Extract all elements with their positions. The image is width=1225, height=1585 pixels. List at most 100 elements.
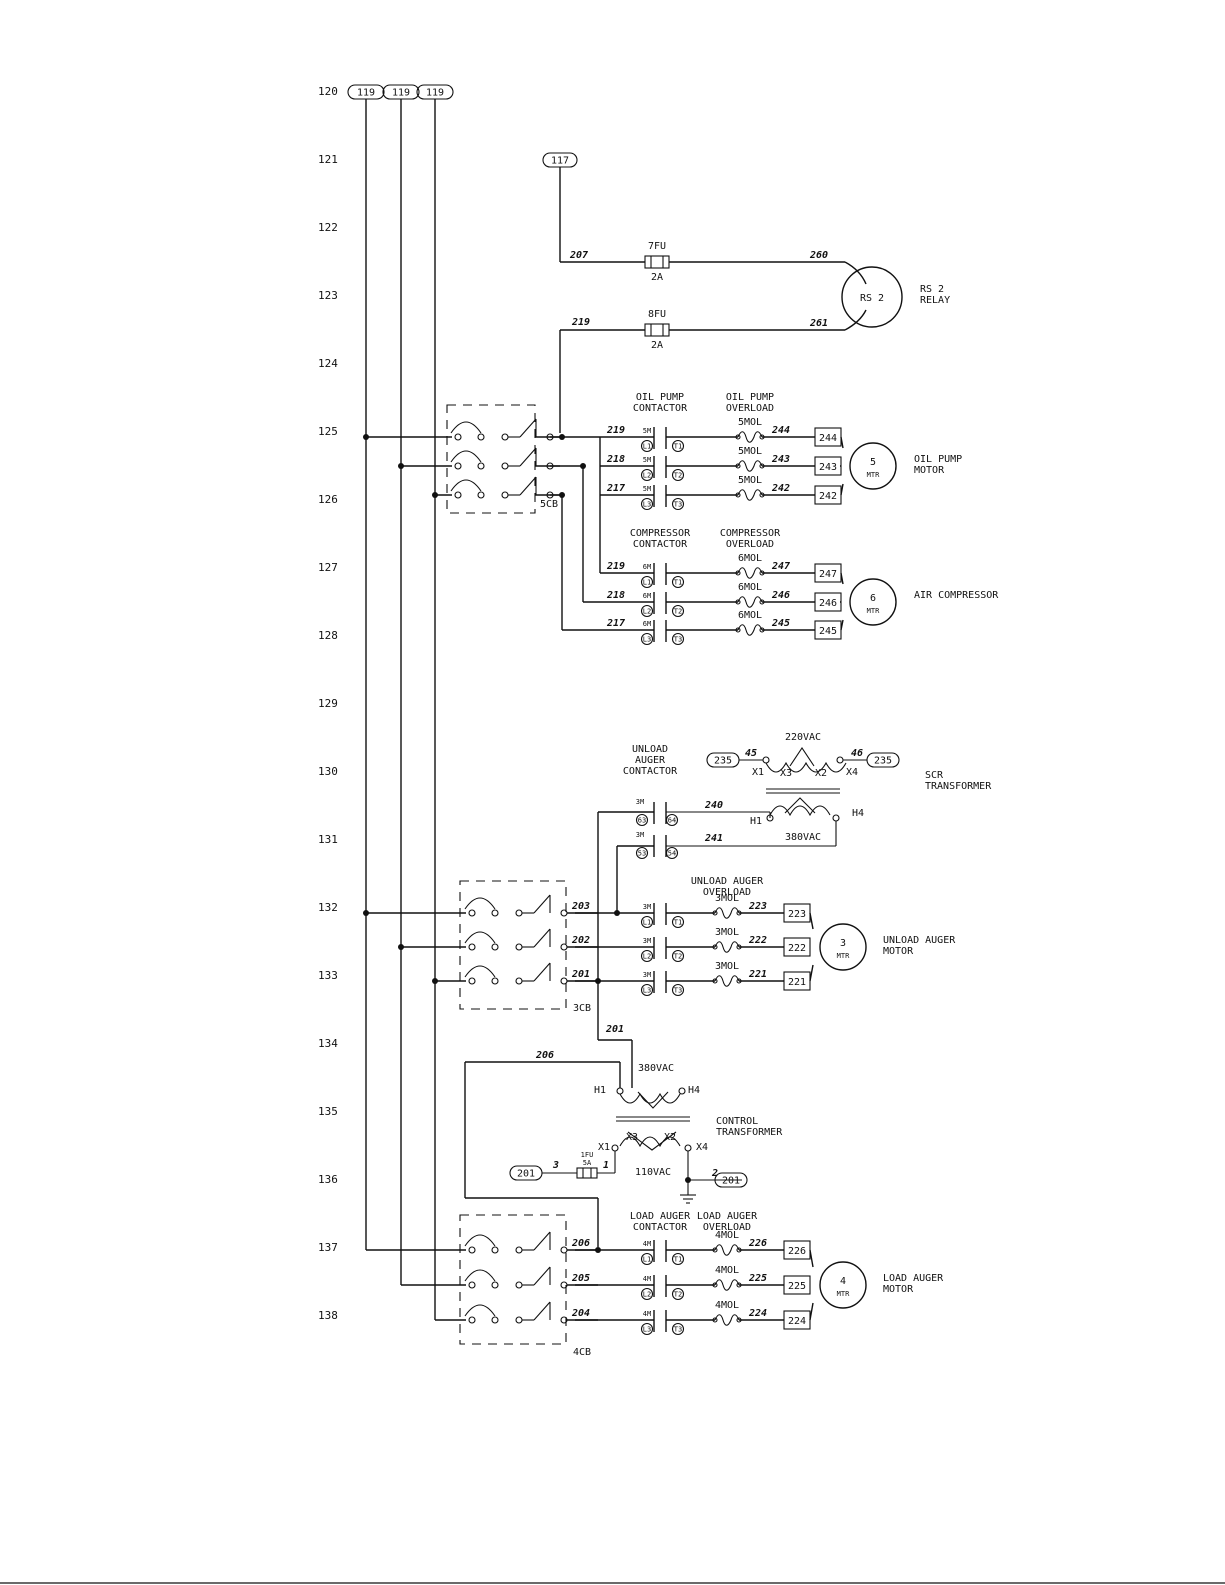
fuse-name: 7FU xyxy=(648,241,666,252)
contact-terminal-outline xyxy=(640,575,654,589)
terminal-circle xyxy=(515,1246,523,1254)
wire-244: 244 xyxy=(771,425,790,436)
overload-tag: 3MOL xyxy=(715,927,739,938)
terminal-circle xyxy=(491,977,499,985)
breaker-4cb: 4CB xyxy=(366,1214,601,1358)
motor-tag: MTR xyxy=(867,471,880,479)
row-number: 137 xyxy=(318,1241,338,1254)
ref-201-right: 201 xyxy=(722,1176,740,1187)
motor-circle xyxy=(849,442,897,490)
contact-terminal-outline xyxy=(671,1322,685,1336)
rs2-coil-label: RS 2 xyxy=(860,293,884,304)
contact-terminal: L2 xyxy=(643,472,651,480)
row-number: 120 xyxy=(318,85,338,98)
row-number: 131 xyxy=(318,833,338,846)
wire-1: 1 xyxy=(603,1160,609,1171)
contact-terminal: L3 xyxy=(643,636,651,644)
breaker-3cb-label: 3CB xyxy=(573,1003,591,1014)
contact-terminal: L1 xyxy=(643,919,651,927)
contact-terminal: L2 xyxy=(643,608,651,616)
contact-terminal: T1 xyxy=(674,919,682,927)
row-numbers: 1201211221231241251261271281291301311321… xyxy=(318,85,338,1322)
motor-circle xyxy=(849,578,897,626)
motor-label: OIL PUMP xyxy=(914,454,962,465)
fuse-8fu xyxy=(644,323,670,337)
wire-2: 2 xyxy=(711,1168,718,1179)
terminal-circle xyxy=(611,1144,619,1152)
bus-ref-tag: 119 xyxy=(357,88,375,99)
terminal-circle xyxy=(477,462,485,470)
wire-201: 201 xyxy=(605,1024,624,1035)
terminal-circle xyxy=(735,570,741,576)
wire-223: 223 xyxy=(748,901,767,912)
contact-terminal: L1 xyxy=(643,443,651,451)
terminal-circle xyxy=(712,1317,718,1323)
wire-207: 207 xyxy=(569,250,588,261)
junction-dot xyxy=(559,434,565,440)
contact-terminal-outline xyxy=(640,468,654,482)
aux-contact-tag: 3M xyxy=(636,798,644,806)
terminal-circle xyxy=(491,943,499,951)
overload-tag: 3MOL xyxy=(715,961,739,972)
contact-tag: 6M xyxy=(643,563,651,571)
contact-terminal: T3 xyxy=(674,1326,682,1334)
motor-circle xyxy=(819,923,867,971)
contact-terminal-outline xyxy=(640,1252,654,1266)
junction-dot xyxy=(432,492,438,498)
contact-terminal-outline xyxy=(635,813,649,827)
terminal-block: 226 xyxy=(788,1246,806,1257)
row-number: 135 xyxy=(318,1105,338,1118)
voltage-380vac: 380VAC xyxy=(785,832,821,843)
x2-term: X2 xyxy=(815,768,827,779)
contact-terminal-outline xyxy=(671,1252,685,1266)
contact-terminal-outline xyxy=(640,915,654,929)
contact-terminal-outline xyxy=(640,632,654,646)
overload-tag: 6MOL xyxy=(738,553,762,564)
overload-tag: 4MOL xyxy=(715,1230,739,1241)
motor-label: MOTOR xyxy=(883,1284,914,1295)
terminal-circle xyxy=(560,909,568,917)
overload-label: OVERLOAD xyxy=(726,539,774,550)
contact-terminal-outline xyxy=(671,1287,685,1301)
x4-term: X4 xyxy=(846,767,858,778)
contact-terminal-outline xyxy=(640,497,654,511)
fuse-rating: 2A xyxy=(651,340,663,351)
contact-terminal-outline xyxy=(640,949,654,963)
terminal-circle xyxy=(515,1281,523,1289)
motor-label: LOAD AUGER xyxy=(883,1273,944,1284)
motor-tag: MTR xyxy=(837,952,850,960)
ref-201-right-outline xyxy=(714,1172,748,1188)
overload-tag: 5MOL xyxy=(738,446,762,457)
row-number: 129 xyxy=(318,697,338,710)
fuse-name: 1FU xyxy=(581,1151,594,1159)
terminal-circle xyxy=(501,433,509,441)
contact-terminal-outline xyxy=(671,439,685,453)
contact-terminal: L2 xyxy=(643,1291,651,1299)
contact-terminal: L3 xyxy=(643,987,651,995)
overload-label: OVERLOAD xyxy=(726,403,774,414)
h1-term: H1 xyxy=(594,1085,606,1096)
wire-219: 219 xyxy=(606,425,625,436)
voltage-220vac: 220VAC xyxy=(785,732,821,743)
contact-terminal-outline xyxy=(640,1322,654,1336)
contact-tag: 4M xyxy=(643,1240,651,1248)
motor-label: UNLOAD AUGER xyxy=(883,935,956,946)
row-number: 126 xyxy=(318,493,338,506)
x1-term: X1 xyxy=(598,1142,610,1153)
contact-terminal: L3 xyxy=(643,1326,651,1334)
row-number: 121 xyxy=(318,153,338,166)
terminal-circle xyxy=(712,1282,718,1288)
contactor-label: OIL PUMP xyxy=(636,392,684,403)
wire-201: 201 xyxy=(571,969,590,980)
fuse-name: 8FU xyxy=(648,309,666,320)
contact-terminal: T2 xyxy=(674,608,682,616)
terminal-circle xyxy=(616,1087,624,1095)
terminal-block: 221 xyxy=(788,977,806,988)
rs2-title: RS 2 xyxy=(920,284,944,295)
terminal-circle xyxy=(836,756,844,764)
wire-206: 206 xyxy=(571,1238,590,1249)
fuse-7fu xyxy=(644,255,670,269)
